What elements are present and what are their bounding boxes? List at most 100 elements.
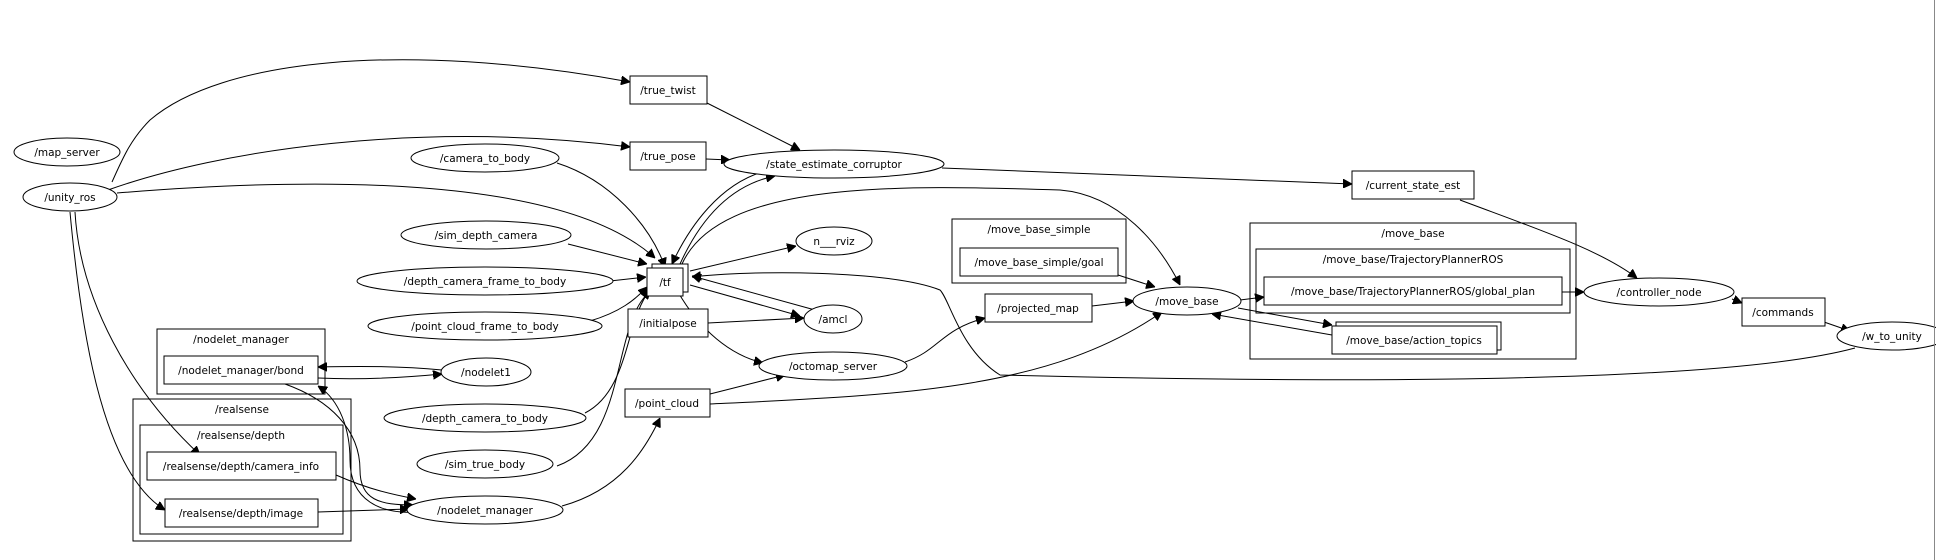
node-current-state-est-label: /current_state_est bbox=[1366, 180, 1461, 192]
edge-depth-frame-tf bbox=[609, 277, 646, 281]
edge-controller-commands bbox=[1731, 299, 1742, 303]
node-camera-to-body: /camera_to_body bbox=[410, 143, 560, 173]
edge-bond-nodelet-manager bbox=[284, 383, 413, 505]
node-unity-ros: /unity_ros bbox=[22, 182, 118, 212]
node-move-base-label: /move_base bbox=[1155, 296, 1218, 308]
node-unity-ros-label: /unity_ros bbox=[44, 192, 95, 204]
node-nodelet-manager: /nodelet_manager bbox=[406, 495, 564, 525]
node-true-pose-label: /true_pose bbox=[640, 151, 695, 163]
node-true-twist-label: /true_twist bbox=[640, 85, 696, 97]
edge-action-topics-move-base bbox=[1212, 314, 1333, 336]
node-commands: /commands bbox=[1741, 297, 1826, 327]
edge-unity-ros-realsense-image bbox=[69, 211, 165, 510]
edge-bond-nodelet1 bbox=[317, 374, 442, 379]
edge-nodelet-manager-point-cloud bbox=[561, 418, 660, 507]
node-n-rviz: n___rviz bbox=[795, 226, 873, 256]
edge-w-to-unity-tf bbox=[692, 273, 1856, 381]
edge-point-cloud-move-base bbox=[709, 312, 1162, 405]
cluster-move-base-simple-label: /move_base_simple bbox=[987, 224, 1090, 236]
node-camera-info: /realsense/depth/camera_info bbox=[146, 451, 337, 481]
node-point-cloud-frame-to-body: /point_cloud_frame_to_body bbox=[367, 311, 603, 341]
edge-state-estimate-current-state-est bbox=[941, 167, 1352, 184]
edge-octomap-projected-map bbox=[904, 318, 985, 363]
edge-tf-n-rviz bbox=[689, 246, 796, 272]
node-point-cloud-label: /point_cloud bbox=[635, 398, 699, 410]
edge-nodelet1-bond bbox=[318, 366, 443, 370]
node-true-twist: /true_twist bbox=[629, 75, 708, 105]
edge-move-base-action-topics bbox=[1237, 307, 1332, 325]
cluster-realsense-depth: /realsense/depth bbox=[139, 424, 344, 535]
cluster-nodelet-manager-label: /nodelet_manager bbox=[193, 334, 289, 346]
node-projected-map: /projected_map bbox=[984, 293, 1093, 323]
node-controller-node: /controller_node bbox=[1583, 277, 1735, 307]
cluster-move-base-label: /move_base bbox=[1381, 228, 1444, 240]
edge-current-state-controller bbox=[1459, 199, 1637, 278]
cluster-realsense-depth-label: /realsense/depth bbox=[197, 430, 285, 442]
edge-depth-to-body-tf bbox=[584, 290, 650, 414]
edges bbox=[69, 59, 1856, 513]
node-map-server-label: /map_server bbox=[34, 147, 100, 159]
edge-camera-to-body-tf bbox=[556, 162, 665, 267]
edge-amcl-tf bbox=[692, 276, 816, 311]
edge-unity-ros-true-pose bbox=[107, 136, 630, 191]
node-octomap-server-label: /octomap_server bbox=[789, 361, 878, 373]
node-camera-to-body-label: /camera_to_body bbox=[440, 153, 530, 165]
cluster-realsense-label: /realsense bbox=[215, 404, 269, 416]
node-tf: /tf bbox=[646, 263, 689, 297]
node-sim-depth-camera: /sim_depth_camera bbox=[400, 220, 572, 250]
node-nodelet1-label: /nodelet1 bbox=[461, 367, 511, 379]
node-w-to-unity-label: /w_to_unity bbox=[1862, 331, 1922, 343]
node-action-topics: /move_base/action_topics bbox=[1331, 321, 1502, 355]
edge-unity-ros-true-twist bbox=[111, 59, 630, 183]
cluster-trajectory-planner: /move_base/TrajectoryPlannerROS bbox=[1255, 248, 1571, 314]
edge-nodelet-manager-bond bbox=[318, 386, 421, 513]
node-camera-info-label: /realsense/depth/camera_info bbox=[163, 461, 319, 473]
edge-tf-move-base bbox=[681, 187, 1180, 285]
node-w-to-unity: /w_to_unity bbox=[1836, 321, 1936, 351]
node-current-state-est: /current_state_est bbox=[1351, 170, 1475, 200]
edge-camera-info-nodelet-manager bbox=[335, 474, 416, 499]
node-map-server: /map_server bbox=[13, 137, 121, 167]
node-true-pose: /true_pose bbox=[629, 141, 707, 171]
node-nodelet-manager-bond: /nodelet_manager/bond bbox=[163, 355, 319, 385]
node-state-estimate-corruptor: /state_estimate_corruptor bbox=[723, 149, 945, 179]
node-amcl: /amcl bbox=[803, 304, 863, 334]
node-point-cloud-frame-to-body-label: /point_cloud_frame_to_body bbox=[411, 321, 558, 333]
node-point-cloud: /point_cloud bbox=[624, 388, 711, 418]
edge-tf-amcl bbox=[689, 284, 800, 316]
node-commands-label: /commands bbox=[1752, 307, 1813, 319]
node-move-base-simple-goal-label: /move_base_simple/goal bbox=[974, 257, 1103, 269]
node-nodelet-manager-label: /nodelet_manager bbox=[437, 505, 533, 517]
node-projected-map-label: /projected_map bbox=[997, 303, 1079, 315]
node-state-estimate-corruptor-label: /state_estimate_corruptor bbox=[766, 159, 902, 171]
node-nodelet-manager-bond-label: /nodelet_manager/bond bbox=[178, 365, 304, 377]
node-initialpose: /initialpose bbox=[627, 308, 709, 338]
node-move-base-simple-goal: /move_base_simple/goal bbox=[959, 247, 1119, 277]
edge-point-cloud-octomap bbox=[709, 375, 785, 395]
edge-unity-ros-camera-info bbox=[74, 211, 200, 455]
edge-move-base-global-plan bbox=[1239, 297, 1264, 300]
edge-sim-true-body-tf bbox=[556, 290, 652, 467]
edge-true-pose-state-estimate bbox=[705, 159, 730, 160]
node-realsense-depth-image: /realsense/depth/image bbox=[164, 498, 319, 528]
edge-tf-octomap bbox=[677, 291, 763, 363]
edge-realsense-image-nodelet-manager bbox=[317, 509, 409, 512]
node-sim-depth-camera-label: /sim_depth_camera bbox=[435, 230, 538, 242]
node-nodelet1: /nodelet1 bbox=[440, 357, 532, 387]
edge-tf-state-estimate bbox=[679, 176, 775, 265]
edge-true-twist-state-estimate bbox=[706, 102, 800, 150]
node-global-plan: /move_base/TrajectoryPlannerROS/global_p… bbox=[1263, 276, 1563, 306]
edge-sim-depth-camera-tf bbox=[567, 243, 647, 264]
node-n-rviz-label: n___rviz bbox=[813, 236, 855, 248]
cluster-move-base-simple: /move_base_simple bbox=[951, 218, 1127, 284]
node-tf-label: /tf bbox=[659, 277, 671, 289]
node-action-topics-label: /move_base/action_topics bbox=[1346, 335, 1482, 347]
edge-unity-ros-tf bbox=[116, 183, 655, 258]
node-octomap-server: /octomap_server bbox=[758, 351, 908, 381]
node-depth-camera-frame-to-body: /depth_camera_frame_to_body bbox=[356, 266, 614, 296]
cluster-nodelet-manager: /nodelet_manager bbox=[156, 328, 326, 395]
node-initialpose-label: /initialpose bbox=[639, 318, 696, 330]
edge-state-estimate-tf-a bbox=[672, 171, 763, 264]
node-sim-true-body: /sim_true_body bbox=[416, 449, 554, 479]
edge-initialpose-amcl bbox=[707, 318, 804, 324]
